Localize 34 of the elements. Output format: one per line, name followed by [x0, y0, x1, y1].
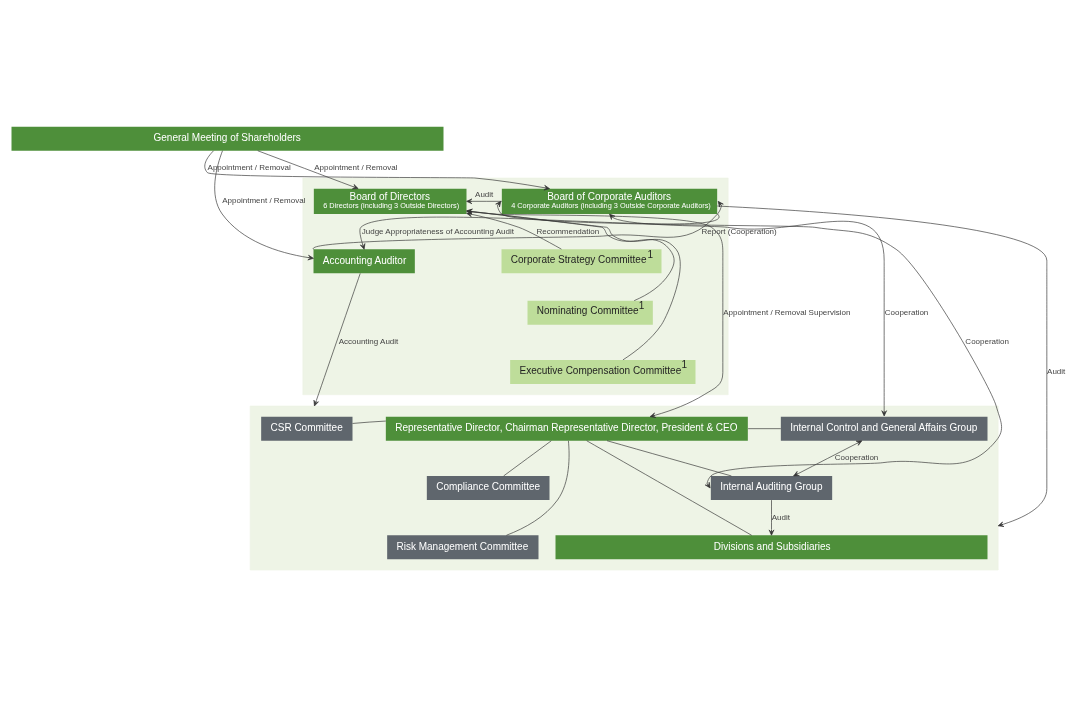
node-box: Board of Corporate Auditors 4 Corporate Auditors (including 3 Outside Corporate Auditors): [501, 188, 718, 214]
connector: [747, 428, 782, 429]
node-box: Compliance Committee: [426, 476, 550, 500]
arrow: [257, 150, 359, 190]
connector: [503, 440, 552, 477]
arrow: [466, 211, 724, 418]
arrow: [466, 211, 562, 250]
node-box: General Meeting of Shareholders: [11, 126, 444, 151]
node-box: Risk Management Committee: [387, 535, 539, 560]
arrow: [495, 201, 1002, 489]
arrow: [768, 499, 775, 536]
node-box: Accounting Auditor: [313, 249, 415, 274]
arrow: [204, 150, 550, 191]
arrow: [359, 213, 718, 250]
connector: [352, 420, 387, 424]
arrow: [313, 273, 361, 407]
node-box: Representative Director, Chairman Representative Director, President & CEO: [385, 416, 748, 441]
arrow: [313, 201, 724, 250]
arrow: [793, 440, 863, 477]
arrow: [717, 205, 1048, 527]
arrow: [214, 150, 314, 261]
arrow: [609, 213, 887, 417]
connector: [606, 440, 732, 477]
node-box: CSR Committee: [261, 416, 353, 441]
arrow: [466, 208, 681, 361]
node-box: Board of Directors 6 Directors (including 3 Outside Directors): [313, 188, 467, 214]
node-box: Divisions and Subsidiaries: [555, 535, 988, 560]
connector: [506, 440, 570, 536]
node-box: Internal Auditing Group: [710, 476, 833, 500]
arrow: [466, 208, 675, 301]
node-box: Internal Control and General Affairs Group: [780, 416, 988, 441]
arrow: [466, 198, 503, 205]
cluster: [249, 405, 999, 571]
connector: [586, 440, 752, 536]
